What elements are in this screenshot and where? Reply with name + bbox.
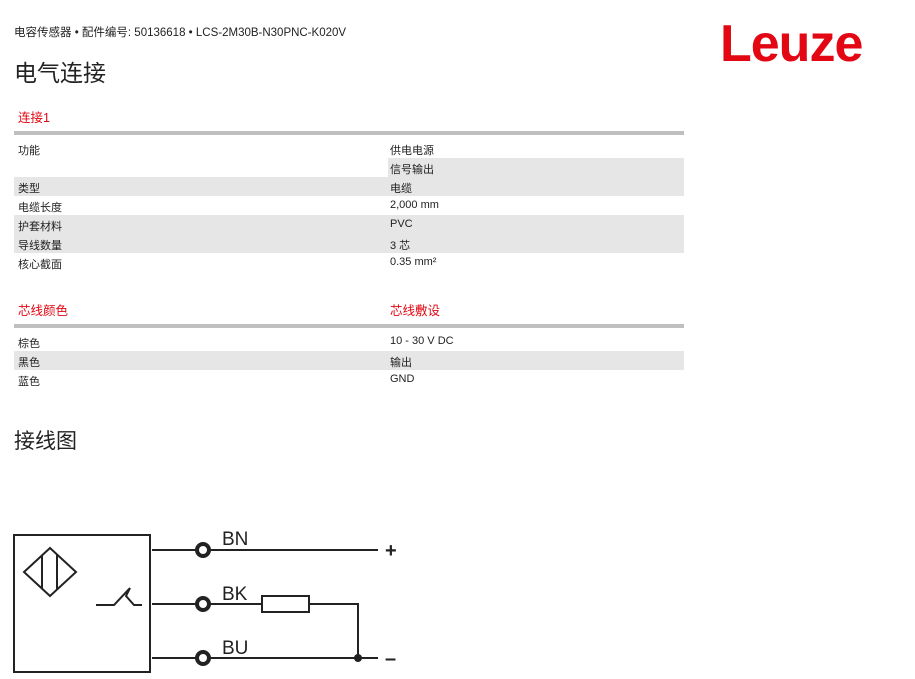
row-label: 导线数量 (18, 240, 62, 252)
row-label: 电缆长度 (18, 202, 62, 214)
row-value: 供电电源 (390, 145, 434, 157)
switch-icon (96, 587, 142, 606)
junction-dot (354, 654, 362, 662)
table-row: 导线数量 3 芯 (14, 234, 684, 253)
terminal-bu (195, 650, 211, 666)
table-header-bar (14, 324, 684, 328)
row-value: GND (390, 373, 415, 385)
load-resistor (261, 595, 310, 613)
table-row: 蓝色 GND (14, 370, 684, 389)
wiring-diagram-title: 接线图 (14, 430, 77, 453)
row-value: 信号输出 (388, 158, 684, 177)
table-row: 功能 供电电源 (14, 139, 684, 158)
terminal-bk (195, 596, 211, 612)
leuze-logo: Leuze (720, 15, 863, 73)
table-header-bar (14, 131, 684, 135)
breadcrumb: 电容传感器 • 配件编号: 50136618 • LCS-2M30B-N30PN… (14, 27, 347, 39)
wire-label-bk: BK (222, 584, 248, 605)
connection-table: 功能 供电电源 信号输出 类型 电缆 电缆长度 2,000 mm 护套材料 PVC 导线… (14, 139, 684, 272)
sensor-box (13, 534, 151, 673)
minus-sign: – (385, 648, 396, 670)
table-row: 棕色 10 - 30 V DC (14, 332, 684, 351)
row-label: 核心截面 (18, 259, 62, 271)
row-value: 2,000 mm (390, 199, 439, 211)
terminal-bn (195, 542, 211, 558)
wiring-diagram: BN BK BU + – (13, 529, 397, 673)
row-value: PVC (390, 218, 413, 230)
table-row: 类型 电缆 (14, 177, 684, 196)
table-row: 护套材料 PVC (14, 215, 684, 234)
row-label: 护套材料 (18, 221, 62, 233)
row-label: 类型 (18, 183, 40, 195)
table-row: 黑色 输出 (14, 351, 684, 370)
row-label: 黑色 (18, 357, 40, 369)
wire-assignment-header: 芯线敷设 (390, 304, 441, 318)
row-label: 蓝色 (18, 376, 40, 388)
row-value: 电缆 (390, 183, 412, 195)
wire-label-bn: BN (222, 529, 248, 550)
row-value: 0.35 mm² (390, 256, 437, 268)
section-title-connection: 连接1 (18, 111, 50, 125)
wires-table: 棕色 10 - 30 V DC 黑色 输出 蓝色 GND (14, 332, 684, 389)
capacitive-sensor-icon (22, 546, 78, 598)
row-value: 10 - 30 V DC (390, 335, 454, 347)
row-label: 棕色 (18, 338, 40, 350)
wire-label-bu: BU (222, 638, 248, 659)
wire-color-header: 芯线颜色 (18, 304, 69, 318)
table-row: 电缆长度 2,000 mm (14, 196, 684, 215)
plus-sign: + (385, 540, 397, 562)
page-title: 电气连接 (14, 60, 106, 86)
row-value: 3 芯 (390, 240, 411, 252)
row-label: 功能 (18, 145, 40, 157)
table-row: 信号输出 (14, 158, 684, 177)
table-row: 核心截面 0.35 mm² (14, 253, 684, 272)
row-value: 输出 (390, 357, 412, 369)
